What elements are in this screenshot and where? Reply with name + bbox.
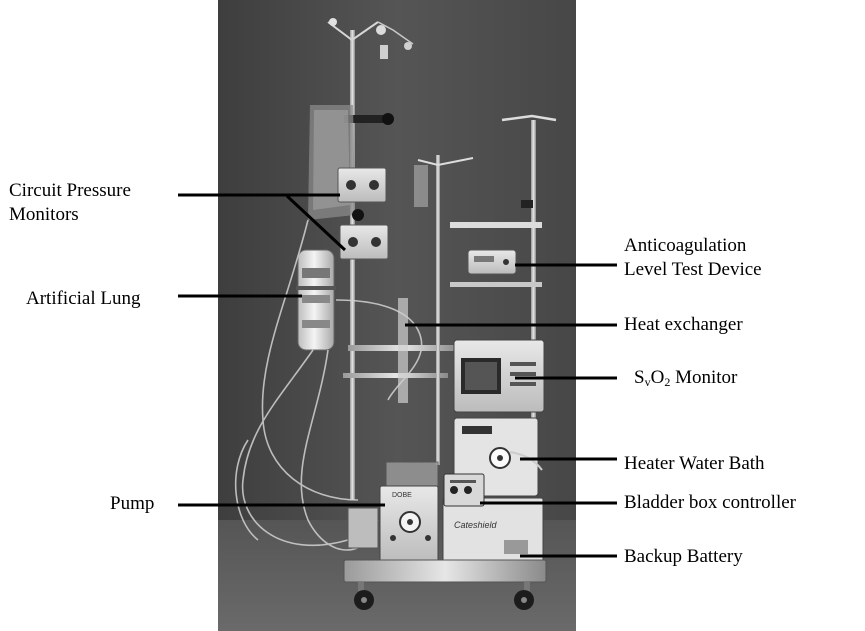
equipment-photo: Cateshield DOBE — [218, 0, 576, 631]
label-svo2-2: 2 — [664, 375, 671, 389]
roller-pump: DOBE — [347, 461, 439, 563]
label-circuit-pressure-monitors: Circuit Pressure Monitors — [9, 179, 131, 227]
svo2-monitor — [453, 339, 545, 413]
artificial-lung — [296, 249, 336, 351]
label-heater-water-bath: Heater Water Bath — [624, 453, 765, 474]
label-pump: Pump — [110, 493, 155, 514]
label-svo2-o: O — [650, 367, 665, 388]
label-anticoag-line2: Level Test Device — [624, 259, 762, 280]
circuit-pressure-monitors — [337, 167, 389, 260]
label-artificial-lung: Artificial Lung — [26, 288, 141, 309]
label-bladder-box-controller: Bladder box controller — [624, 492, 797, 513]
anticoagulation-device — [450, 222, 542, 287]
label-svo2-monitor: SvO2 Monitor — [634, 366, 737, 394]
heat-exchanger — [398, 298, 408, 403]
label-svo2-monitor-word: Monitor — [670, 367, 738, 388]
label-circuit-pressure-line2: Monitors — [9, 204, 79, 225]
battery-brand-text: Cateshield — [454, 520, 498, 530]
pump-brand-text: DOBE — [392, 492, 412, 499]
label-circuit-pressure-line1: Circuit Pressure — [9, 180, 131, 201]
label-anticoag-line1: Anticoagulation — [624, 235, 747, 256]
label-backup-battery: Backup Battery — [624, 546, 743, 567]
label-heat-exchanger: Heat exchanger — [624, 314, 743, 335]
bladder-box-controller — [443, 473, 485, 507]
label-anticoagulation-device: Anticoagulation Level Test Device — [624, 234, 762, 282]
cart-base — [343, 559, 547, 610]
iv-pole — [350, 30, 355, 500]
label-svo2-s: S — [634, 367, 645, 388]
label-svo2-v: v — [644, 375, 651, 389]
